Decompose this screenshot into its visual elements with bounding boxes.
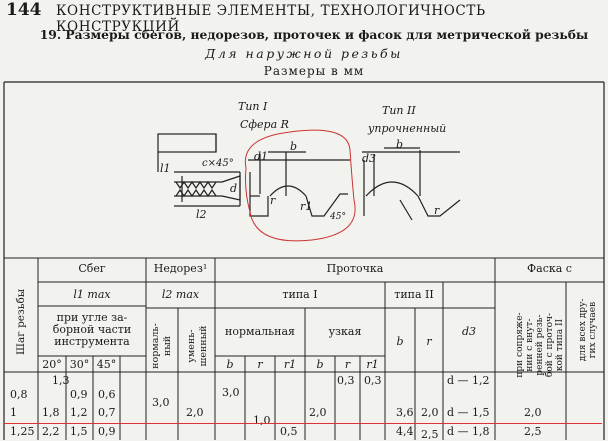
cell: 0,3 <box>337 374 355 387</box>
cell: 1,5 <box>70 425 88 438</box>
col-groove: Проточка <box>326 262 384 275</box>
col-r-normal: r <box>257 358 263 371</box>
sphere-label: Сфера R <box>240 118 289 131</box>
col-reduced: умень- шенный <box>186 325 209 367</box>
col-pitch: Шаг резьбы <box>15 288 27 355</box>
table-title: 19. Размеры сбегов, недорезов, проточек … <box>39 27 589 42</box>
cell: 0,9 <box>98 425 116 438</box>
cell: 1,0 <box>253 414 271 427</box>
cell: 1,3 <box>52 374 70 387</box>
col-runout: Сбег <box>78 262 106 275</box>
dim-l2: l2 <box>196 208 207 221</box>
col-normal-groove: нормальная <box>225 325 295 338</box>
running-header: 144 КОНСТРУКТИВНЫЕ ЭЛЕМЕНТЫ, ТЕХНОЛОГИЧН… <box>0 0 608 35</box>
col-r1-normal: r1 <box>283 358 297 371</box>
angle-45: 45° <box>96 358 117 371</box>
cell: 0,7 <box>98 406 116 419</box>
col-r-type2: r <box>426 335 432 348</box>
dim-d1: d1 <box>254 150 269 163</box>
type2-label: Тип II <box>382 104 416 117</box>
cell: 0,6 <box>98 388 116 401</box>
dim-r1: r1 <box>300 200 313 213</box>
dim-r: r <box>270 194 276 207</box>
dim-45: 45° <box>330 212 346 222</box>
cell: 3,6 <box>396 406 414 419</box>
col-at-angle: при угле за- борной части инструмента <box>52 311 132 348</box>
cell: d — 1,2 <box>447 374 490 387</box>
cell: 2,0 <box>421 406 439 419</box>
page-number: 144 <box>6 0 42 20</box>
col-r-narrow: r <box>344 358 351 371</box>
cell: 0,5 <box>280 425 298 438</box>
dim-b2: b <box>396 138 404 151</box>
col-l1max: l1 max <box>73 288 111 301</box>
cell: d — 1,5 <box>447 406 490 419</box>
col-normal: нормаль- ный <box>150 323 173 369</box>
cell-pitch: 1,25 <box>10 425 35 438</box>
cell: 3,0 <box>222 386 240 399</box>
col-chamfer-all: для всех дру- гих случаев <box>578 298 598 362</box>
col-type1: типа I <box>282 288 318 301</box>
angle-20: 20° <box>42 358 62 371</box>
col-r1-narrow: r1 <box>366 358 379 371</box>
cell: 3,0 <box>152 396 170 409</box>
cell: 1,8 <box>42 406 60 419</box>
reinforced-label: упрочненный <box>368 122 447 135</box>
cell: 2,5 <box>421 428 439 441</box>
col-l2max: l2 max <box>161 288 200 301</box>
units-note: Размеры в мм <box>263 64 365 78</box>
cell: 2,5 <box>524 425 542 438</box>
col-b-type2: b <box>396 335 404 348</box>
running-title: КОНСТРУКТИВНЫЕ ЭЛЕМЕНТЫ, ТЕХНОЛОГИЧНОСТЬ… <box>56 3 486 35</box>
type1-label: Тип I <box>238 100 268 113</box>
cell: 2,0 <box>524 406 542 419</box>
dim-l1: l1 <box>160 162 171 175</box>
col-chamfer-type2: при сопряже- нии с внут- ренней резь- бо… <box>515 312 565 378</box>
col-b-normal: b <box>226 358 234 371</box>
col-narrow: узкая <box>328 325 362 338</box>
cell: 4,4 <box>396 425 414 438</box>
dim-b: b <box>290 140 298 153</box>
cell-pitch: 0,8 <box>10 388 28 401</box>
cell: 2,0 <box>186 406 204 419</box>
col-chamfer: Фаска c <box>527 262 572 275</box>
red-underline <box>4 423 602 424</box>
subtitle: Для наружной резьбы <box>205 46 403 61</box>
cell-pitch: 1 <box>10 406 17 419</box>
col-d3: d3 <box>461 325 477 338</box>
cell: 2,2 <box>42 425 60 438</box>
cell: d — 1,8 <box>447 425 490 438</box>
dim-d: d <box>230 182 238 195</box>
col-type2: типа II <box>394 288 434 301</box>
cell: 2,0 <box>309 406 327 419</box>
cell: 0,9 <box>70 388 88 401</box>
cell: 0,3 <box>364 374 382 387</box>
dim-d3: d3 <box>362 152 377 165</box>
col-undercut: Недорез¹ <box>153 262 208 275</box>
dim-r-type2: r <box>434 204 440 217</box>
chamfer-label: с×45° <box>202 158 234 169</box>
col-b-narrow: b <box>316 358 324 371</box>
angle-30: 30° <box>69 358 90 371</box>
cell: 1,2 <box>70 406 88 419</box>
